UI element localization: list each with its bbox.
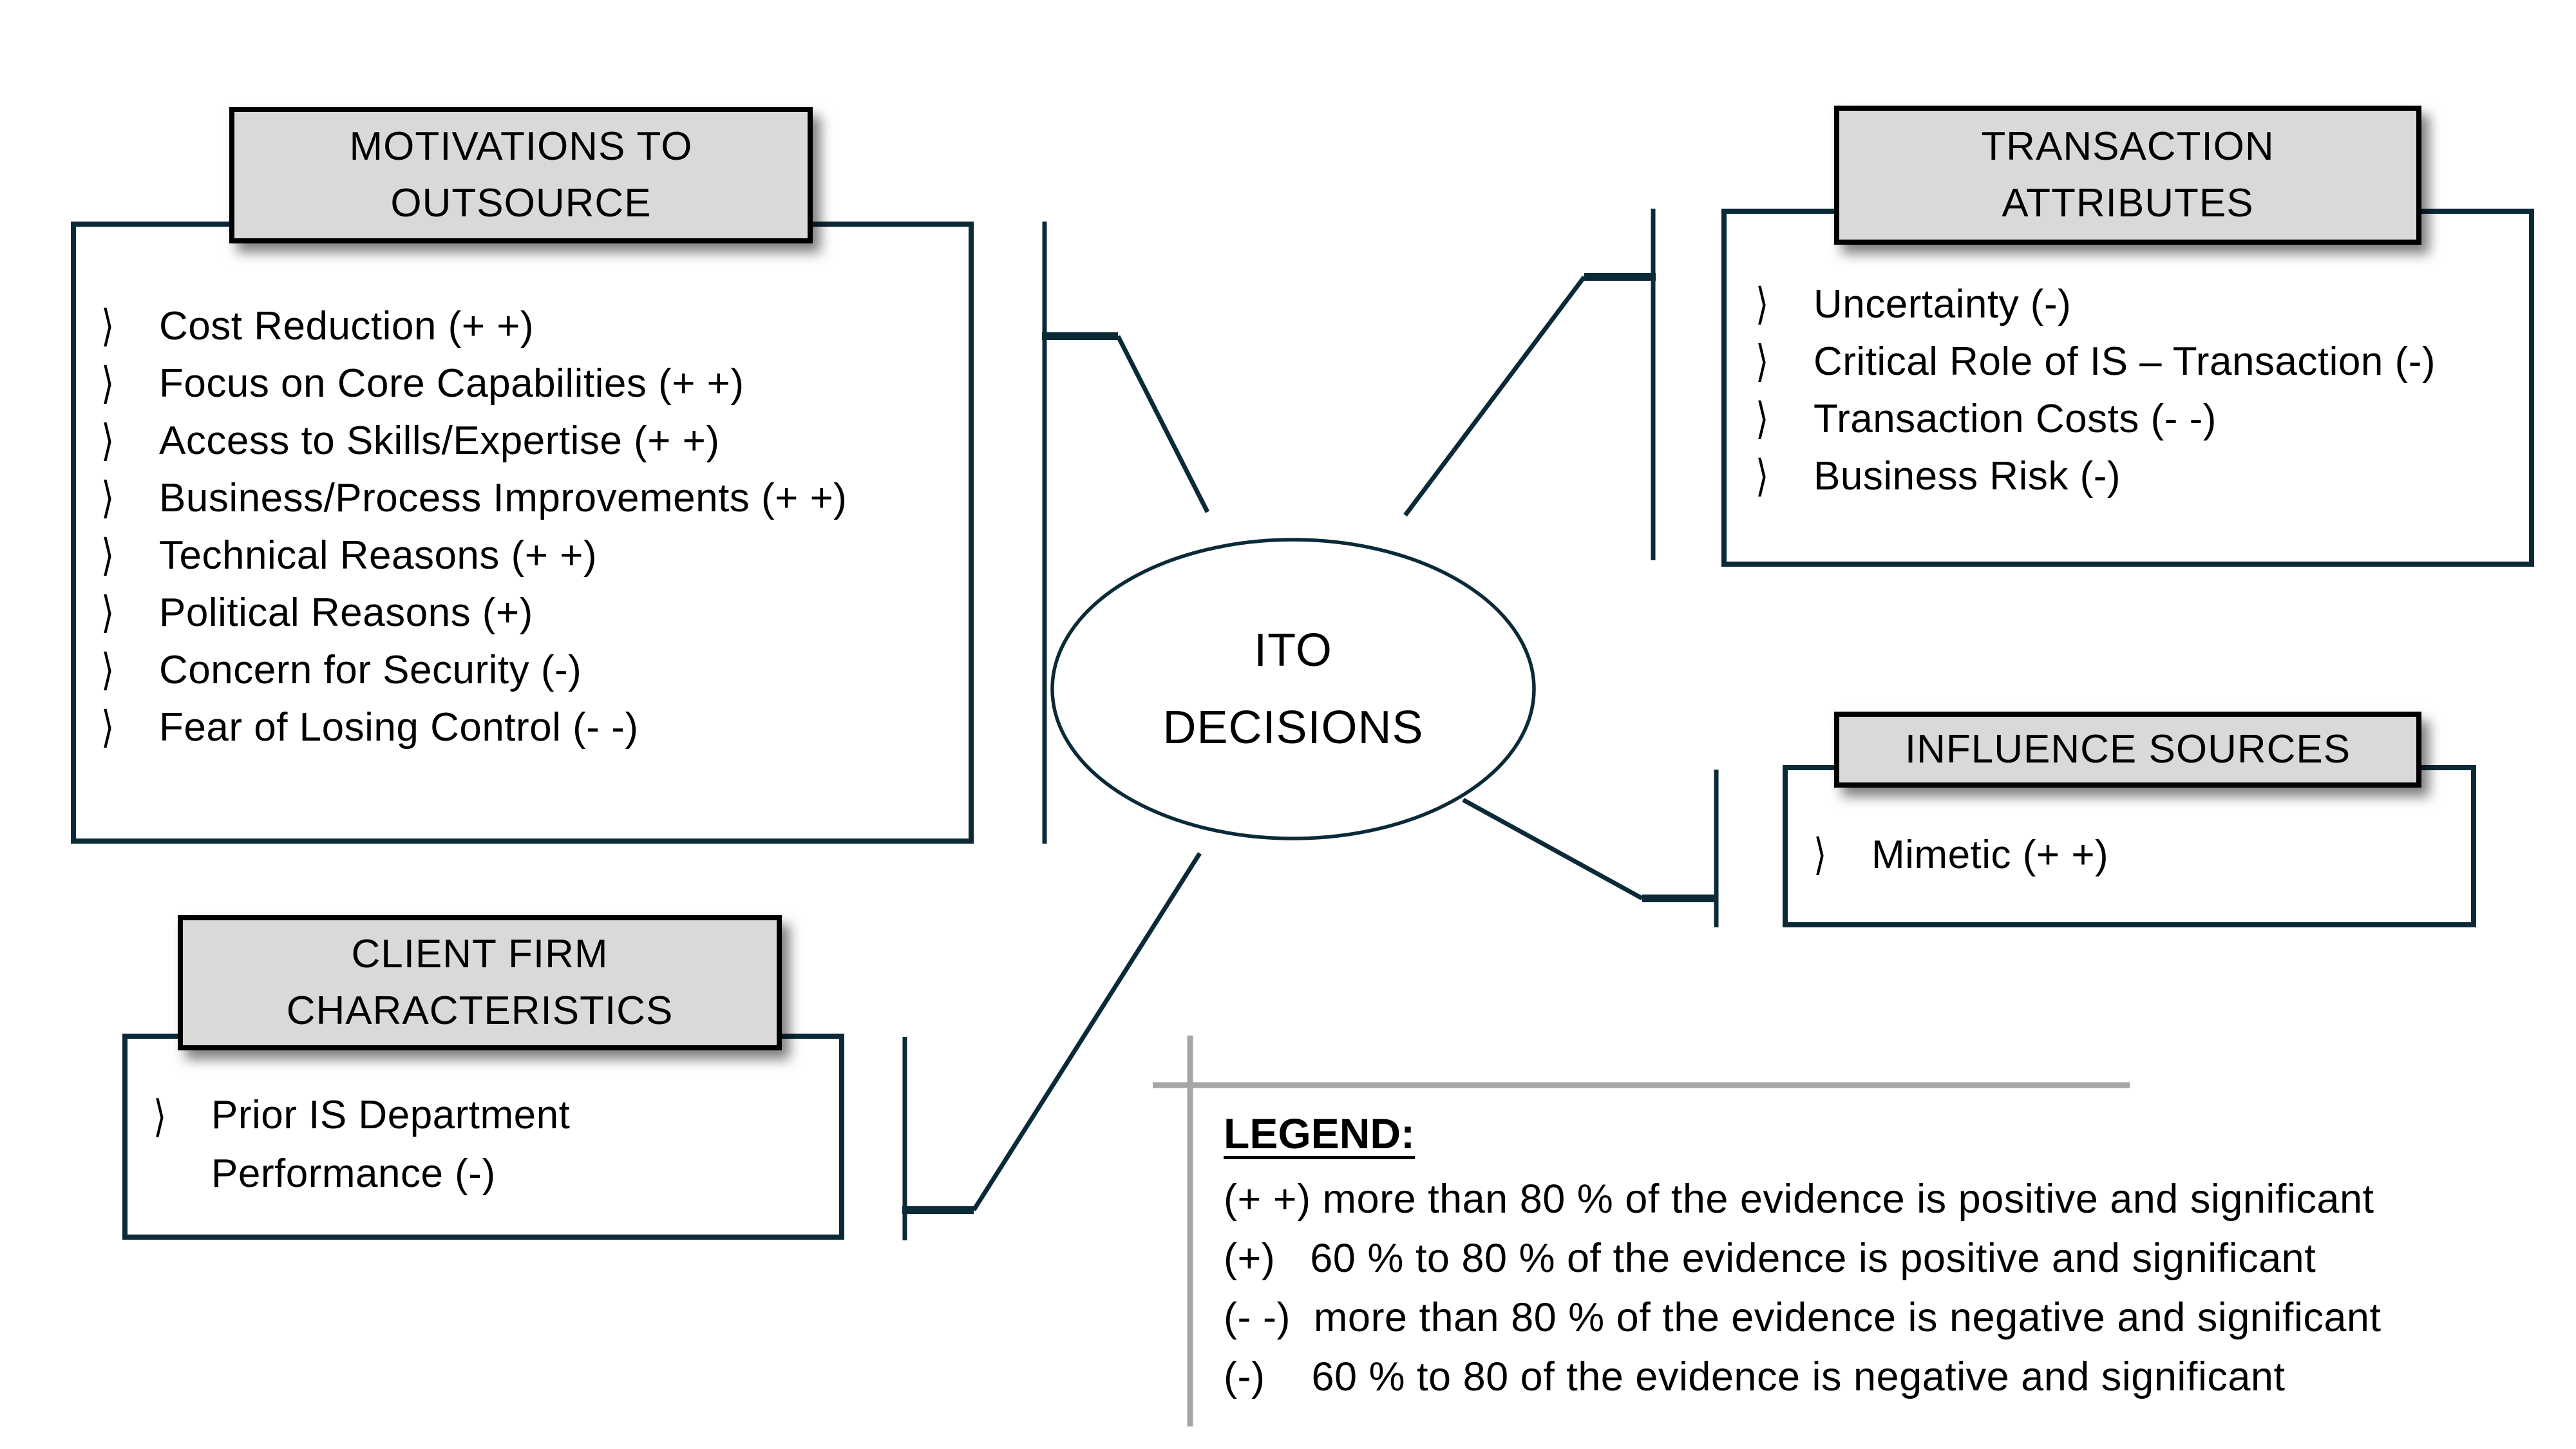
chevron-bullet-icon: ⟩ [1756,451,1769,502]
list-item: ⟩ Transaction Costs (- -) [1756,390,2529,448]
ellipse-label-line: ITO [1254,625,1332,676]
list-item: ⟩ Access to Skills/Expertise (+ +) [101,412,969,469]
list-item: ⟩ Political Reasons (+) [101,584,969,641]
list-item: ⟩ Cost Reduction (+ +) [101,298,969,355]
ellipse-label-line: DECISIONS [1162,702,1424,753]
list-item: ⟩ Focus on Core Capabilities (+ +) [101,355,969,412]
influence-connector-diagonal [1462,797,1643,901]
chevron-bullet-icon: ⟩ [101,645,115,696]
list-item: ⟩ Critical Role of IS – Transaction (-) [1756,333,2529,390]
header-text-line: INFLUENCE SOURCES [1904,727,2351,772]
legend-entry: (- -) more than 80 % of the evidence is … [1224,1295,2382,1340]
chevron-bullet-icon: ⟩ [101,358,115,409]
client-connector-diagonal [972,852,1202,1211]
motivations-list: ⟩ Cost Reduction (+ +) ⟩ Focus on Core C… [76,227,969,756]
list-item: ⟩ Concern for Security (-) [101,641,969,699]
header-text-line: TRANSACTION [1981,124,2275,169]
list-item: ⟩ Prior IS Department Performance (-) [153,1086,839,1203]
client-firm-characteristics-header: CLIENT FIRM CHARACTERISTICS [178,915,782,1050]
ito-decisions-ellipse [1050,538,1536,840]
list-item-text: Cost Reduction (+ +) [159,304,535,348]
legend-entry: (+) 60 % to 80 % of the evidence is posi… [1224,1236,2316,1281]
motivations-header: MOTIVATIONS TO OUTSOURCE [229,107,813,243]
list-item-text: Critical Role of IS – Transaction (-) [1814,339,2436,384]
chevron-bullet-icon: ⟩ [1756,336,1769,387]
list-item: ⟩ Fear of Losing Control (- -) [101,699,969,756]
list-item: ⟩ Technical Reasons (+ +) [101,527,969,584]
list-item-text: Business/Process Improvements (+ +) [159,476,848,520]
list-item-text: Mimetic (+ +) [1871,833,2109,877]
legend-entry: (-) 60 % to 80 of the evidence is negati… [1224,1354,2286,1399]
list-item: ⟩ Business Risk (-) [1756,448,2529,505]
chevron-bullet-icon: ⟩ [153,1092,167,1142]
list-item-text: Transaction Costs (- -) [1814,397,2217,441]
chevron-bullet-icon: ⟩ [1756,393,1769,444]
chevron-bullet-icon: ⟩ [101,587,115,638]
legend-entry: (+ +) more than 80 % of the evidence is … [1224,1177,2374,1222]
list-item-text: Access to Skills/Expertise (+ +) [159,419,720,463]
header-text-line: MOTIVATIONS TO [349,124,693,169]
list-item-text: Concern for Security (-) [159,648,582,692]
list-item: ⟩ Mimetic (+ +) [1814,826,2471,884]
chevron-bullet-icon: ⟩ [101,301,115,352]
list-item-text: Prior IS Department Performance (-) [211,1093,571,1196]
header-text-line: CLIENT FIRM [351,932,609,976]
header-text-line: OUTSOURCE [390,181,652,225]
influence-list: ⟩ Mimetic (+ +) [1788,770,2471,884]
legend-title: LEGEND: [1224,1110,1415,1157]
list-item-text: Uncertainty (-) [1814,282,2072,327]
header-text-line: ATTRIBUTES [2002,181,2254,225]
list-item-text: Focus on Core Capabilities (+ +) [159,361,744,406]
chevron-bullet-icon: ⟩ [101,530,115,581]
transaction-list: ⟩ Uncertainty (-) ⟩ Critical Role of IS … [1727,214,2529,505]
list-item-text: Political Reasons (+) [159,591,533,635]
legend: LEGEND: (+ +) more than 80 % of the evid… [1224,1104,2381,1406]
ito-decisions-label: ITO DECISIONS [1052,612,1534,766]
chevron-bullet-icon: ⟩ [1814,829,1827,880]
list-item-text: Technical Reasons (+ +) [159,533,598,578]
client-list: ⟩ Prior IS Department Performance (-) [128,1039,839,1203]
transaction-attributes-header: TRANSACTION ATTRIBUTES [1834,106,2421,245]
list-item-text: Business Risk (-) [1814,454,2121,498]
motivations-connector-diagonal [1115,335,1210,513]
header-text-line: CHARACTERISTICS [286,989,674,1033]
list-item-text: Fear of Losing Control (- -) [159,705,639,750]
influence-sources-box: ⟩ Mimetic (+ +) [1783,765,2476,927]
chevron-bullet-icon: ⟩ [101,415,115,466]
list-item: ⟩ Business/Process Improvements (+ +) [101,469,969,527]
list-item: ⟩ Uncertainty (-) [1756,276,2529,333]
chevron-bullet-icon: ⟩ [1756,279,1769,330]
motivations-box: ⟩ Cost Reduction (+ +) ⟩ Focus on Core C… [71,222,974,844]
chevron-bullet-icon: ⟩ [101,473,115,524]
influence-sources-header: INFLUENCE SOURCES [1834,712,2421,788]
transaction-connector-diagonal [1403,275,1586,517]
chevron-bullet-icon: ⟩ [101,702,115,753]
